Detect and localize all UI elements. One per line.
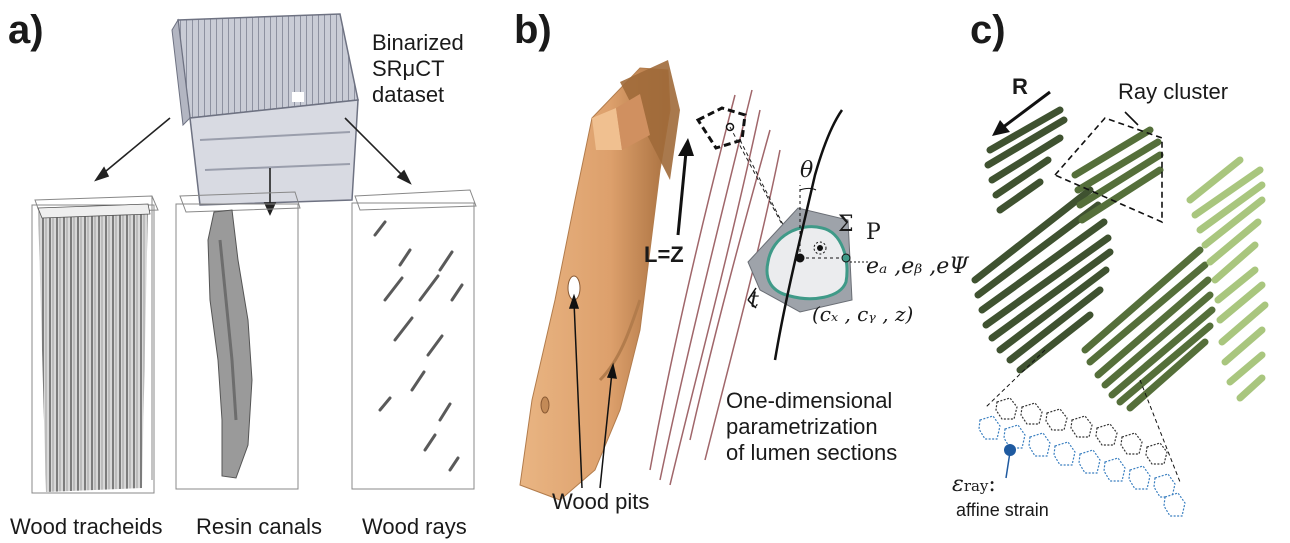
panel-b-label: b) [514,8,552,52]
ray-cluster-light [1186,156,1269,402]
ray-cluster-dark [971,106,1114,374]
panel-a-label: a) [8,8,44,52]
thickness-symbol: t [750,288,759,313]
caption-tracheids: Wood tracheids [10,514,163,539]
caption-canals: Resin canals [196,514,322,539]
strain-label: affine strain [956,500,1049,520]
strain-colon: : [988,472,996,497]
l-axis-arrow [676,138,694,236]
tracheids-volume [31,195,159,494]
strain-epsilon: ε [952,472,964,497]
theta-symbol: θ [800,158,814,183]
resin-canal-volume [175,191,301,490]
strain-marker [1004,444,1016,479]
section-highlight [695,106,801,259]
parametrization-line-2: parametrization [726,414,878,439]
basis-vectors: eₐ ,eᵦ ,eΨ [866,254,969,279]
r-axis-label: R [1012,74,1028,99]
ray-clusters [971,106,1269,412]
lumen-centerlines [649,89,781,486]
sigma-symbol: Σ [838,212,854,237]
pits-label: Wood pits [552,489,650,514]
ray-cluster-mid [1071,126,1216,412]
lumen-cross-section [747,109,870,361]
rays-volume [351,189,477,490]
strain-subscript: ray [963,477,989,495]
r-axis-arrow [992,90,1051,136]
projection-lines [984,349,1181,483]
cell-grid [978,397,1186,517]
tracheid-3d-model [519,60,680,501]
dataset-note-line-1: Binarized [372,30,464,55]
strain-symbol: εray: [952,472,996,497]
cube-arrows [94,117,412,216]
caption-rays: Wood rays [362,514,467,539]
dataset-cube [171,13,359,206]
center-coordinates: (cₓ , cᵧ , z) [812,302,914,326]
dataset-note-line-3: dataset [372,82,445,107]
parametrization-line-1: One-dimensional [726,388,893,413]
panel-c-label: c) [970,8,1006,52]
parametrization-line-3: of lumen sections [726,440,898,465]
dataset-note: Binarized SRμCT dataset [372,30,464,108]
ray-cluster-label: Ray cluster [1118,79,1229,104]
ray-cluster-box [1053,111,1163,224]
pits-arrows [568,293,617,489]
l-axis-label: L=Z [644,242,684,267]
point-p-label: P [866,220,881,245]
parametrization-note: One-dimensional parametrization of lumen… [726,388,897,466]
dataset-note-line-2: SRμCT [372,56,445,81]
